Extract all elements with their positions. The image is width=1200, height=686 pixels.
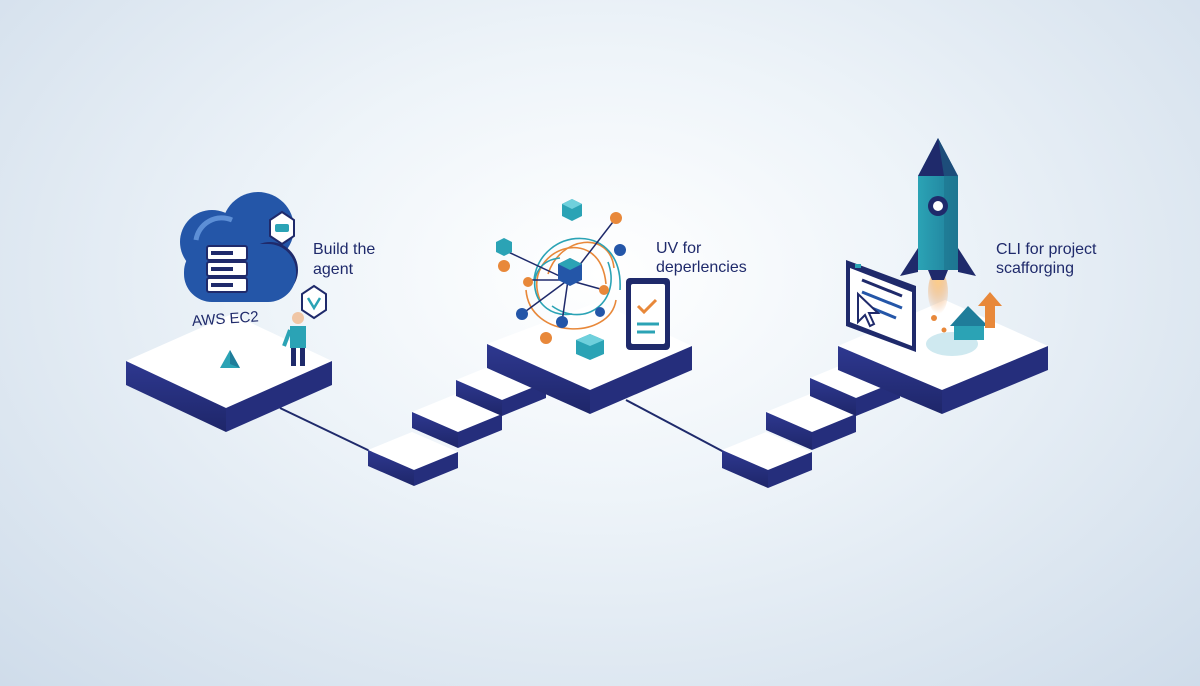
connector-1 — [279, 407, 373, 453]
person-icon — [282, 312, 306, 366]
stair-steps-1 — [368, 362, 546, 486]
stair-step — [722, 432, 812, 488]
arrow-up-icon — [978, 292, 1002, 328]
cube-network-icon — [496, 199, 626, 360]
step-1-label-line-2: agent — [313, 261, 354, 278]
browser-window-icon — [846, 260, 916, 352]
house-icon — [926, 306, 988, 356]
server-icon — [206, 245, 248, 293]
chat-bubble-icon — [301, 284, 327, 320]
chat-bubble-icon — [269, 210, 295, 246]
step-2-label-line-1: UV for — [656, 240, 702, 257]
stair-step — [412, 394, 502, 448]
step-1-label-line-1: Build the — [313, 241, 375, 258]
step-3-label-line-2: scafforging — [996, 260, 1074, 277]
rocket-icon — [900, 138, 976, 314]
step-2-label-line-2: deperlencies — [656, 259, 747, 276]
cursor-icon — [857, 291, 881, 328]
platform-1-label: AWS EC2 — [191, 308, 259, 330]
connector-2 — [625, 399, 725, 453]
stair-steps-2 — [722, 360, 900, 488]
arrow-up-icon — [220, 350, 240, 368]
checklist-icon — [626, 278, 670, 350]
spark-dots — [931, 315, 947, 333]
connector-lines — [279, 399, 725, 453]
stair-step — [766, 394, 856, 450]
step-3-label-line-1: CLI for project — [996, 241, 1097, 258]
stair-step — [368, 432, 458, 486]
stair-step — [456, 362, 546, 416]
